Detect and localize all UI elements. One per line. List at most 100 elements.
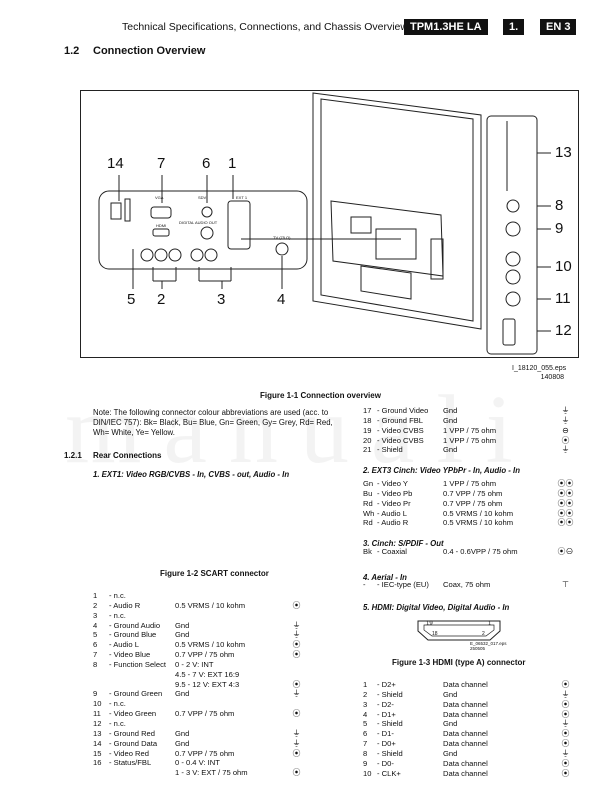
ext1-label: EXT 1 (236, 195, 248, 200)
pin-spec: 1 VPP / 75 ohm (443, 425, 497, 435)
pin-function: - D2+ (377, 680, 396, 689)
callout-14: 14 (107, 155, 124, 172)
hdmi-caption: Figure 1-3 HDMI (type A) connector (392, 658, 526, 667)
table-row: 9.5 - 12 V: EXT 4:3⦿ (93, 680, 308, 690)
pin-symbol: ⏚ (292, 620, 301, 630)
table-row: 10- n.c. (93, 699, 308, 709)
pin-symbol: ⦿ (292, 768, 301, 778)
pin-number: Rd (363, 498, 373, 508)
subsection-title: Rear Connections (93, 451, 162, 460)
pin-spec: Data channel (443, 699, 488, 709)
callout-4: 4 (277, 291, 286, 308)
pin-number: 6 (93, 640, 98, 650)
pin-spec: 0.7 VPP / 75 ohm (443, 488, 503, 498)
pin-spec: Data channel (443, 729, 488, 739)
figure1-caption: Figure 1-1 Connection overview (260, 391, 381, 400)
pin-symbol: ⦿⦿ (557, 498, 574, 508)
callout-11: 11 (555, 290, 571, 307)
pin-number (93, 670, 109, 680)
pin-symbol: ⏚ (561, 689, 570, 699)
pin-function (109, 768, 175, 778)
pin-symbol: ⦿ (561, 739, 570, 749)
pin-number: 7 (363, 739, 368, 749)
pin-number (93, 680, 109, 690)
pin-function: - n.c. (109, 610, 126, 620)
table-row: 7- D0+Data channel⦿ (363, 739, 578, 749)
pin-symbol (285, 670, 308, 680)
pin-function: - Ground Blue (109, 630, 157, 640)
aerial-table: -- IEC-type (EU)Coax, 75 ohm⊤ (363, 580, 578, 590)
pin-spec: 0.7 VPP / 75 ohm (175, 650, 235, 660)
pin-number: - (363, 580, 366, 589)
pin-symbol: ⦿ (292, 650, 301, 660)
callout-7: 7 (157, 155, 166, 172)
pin-spec: Data channel (443, 709, 488, 719)
pin-spec: Gnd (443, 719, 458, 729)
pin-spec (175, 699, 285, 709)
pin-number: 15 (93, 748, 102, 758)
pin-function: - Audio L (377, 508, 407, 518)
pin-spec: Gnd (175, 728, 190, 738)
pin-spec: 9.5 - 12 V: EXT 4:3 (175, 679, 240, 689)
ext3-heading: 2. EXT3 Cinch: Video YPbPr - In, Audio -… (363, 466, 520, 475)
pin-function: - Video Pb (377, 488, 413, 498)
pin-spec: Gnd (443, 748, 458, 758)
pin-spec: Data channel (443, 680, 488, 689)
pin-spec: 0.7 VPP / 75 ohm (175, 748, 235, 758)
pin-number: 9 (363, 758, 368, 768)
pin-symbol: ⦿⦿ (557, 508, 574, 518)
pin-symbol: ⏚ (292, 728, 301, 738)
pin-symbol: ⦿ (561, 435, 570, 445)
table-row: 6- D1-Data channel⦿ (363, 729, 578, 739)
pin-function: - CLK+ (377, 768, 401, 778)
header-title: Technical Specifications, Connections, a… (122, 21, 408, 33)
pin-spec: Gnd (175, 630, 190, 640)
pin-number: Gn (363, 479, 374, 488)
pin-symbol: ⦿ (292, 709, 301, 719)
pin-function: - Ground FBL (377, 415, 424, 425)
hdmi-heading: 5. HDMI: Digital Video, Digital Audio - … (363, 603, 510, 612)
pin-spec: Gnd (443, 415, 458, 425)
pin-symbol: ⊖ (562, 425, 569, 435)
pin-symbol: ⦿ (292, 748, 301, 758)
pin-number: 10 (93, 699, 102, 709)
pin-spec: 0.5 VRMS / 10 kohm (443, 508, 514, 518)
spdif-heading: 3. Cinch: S/PDIF - Out (363, 539, 444, 548)
pin-number: 7 (93, 650, 98, 660)
pin-number: 12 (93, 718, 102, 728)
callout-12: 12 (555, 322, 572, 339)
pin-function: - Status/FBL (109, 758, 152, 768)
pin-spec (175, 591, 285, 601)
pin-symbol: ⦿ (561, 699, 570, 709)
section-title: Connection Overview (93, 45, 206, 57)
pin-number: 1 (93, 591, 98, 600)
pin-number: 8 (363, 748, 368, 758)
pin-function: - Shield (377, 689, 403, 699)
pin-number: 11 (93, 709, 101, 719)
pin-symbol: ⦿ (561, 768, 570, 778)
pin-spec: 0 - 2 V: INT (175, 659, 214, 669)
callout-6: 6 (202, 155, 211, 172)
pin-number: 8 (93, 659, 98, 669)
pin-number: 5 (363, 719, 368, 729)
pin-function: - Ground Video (377, 406, 429, 415)
callout-2: 2 (157, 291, 166, 308)
pin-number: Wh (363, 508, 375, 518)
pin-symbol: ⦿⦿ (557, 479, 574, 488)
